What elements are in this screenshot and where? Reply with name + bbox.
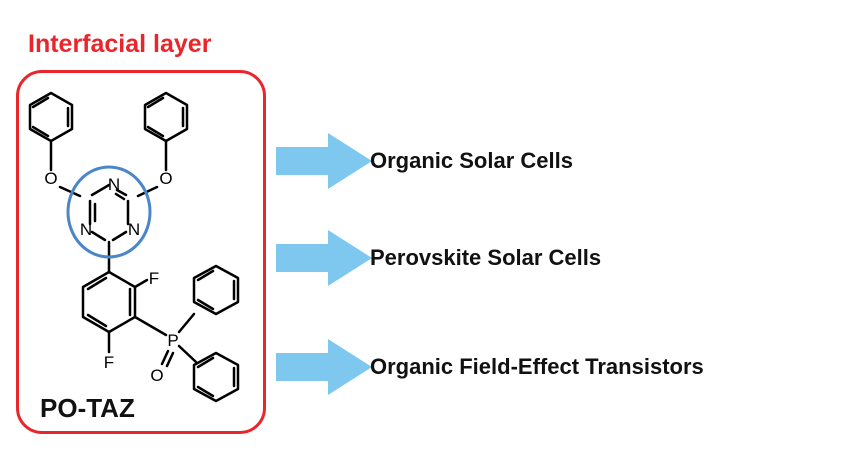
arrow-right-icon [276,230,372,286]
atom-label-p: P [167,331,178,350]
upper-phenyl-ring [192,264,240,316]
atom-label-n-right: N [128,220,140,239]
application-label-perovskite-solar-cells: Perovskite Solar Cells [370,245,602,270]
atom-label-n-top: N [108,175,120,194]
compound-frame [16,70,266,434]
compound-name: PO-TAZ [40,393,135,423]
atom-label-o-phosphoryl: O [150,366,163,385]
triazine-highlight-ring [66,165,152,259]
right-phenyl-ring [143,91,189,143]
arrow-right-icon [276,339,372,395]
atom-label-n-left: N [80,220,92,239]
left-phenyl-ring [28,91,74,143]
difluorophenyl-ring [81,270,137,334]
atom-label-o-left: O [44,169,57,188]
po-taz-structure: O O N N N F F P O [28,91,240,403]
interfacial-layer-title: Interfacial layer [28,30,212,58]
atom-label-f-top: F [149,269,159,288]
atom-label-o-right: O [159,169,172,188]
lower-phenyl-ring [192,351,240,403]
atom-label-f-bottom: F [104,353,114,372]
application-label-organic-solar-cells: Organic Solar Cells [370,148,573,173]
application-label-organic-field-effect-transistors: Organic Field-Effect Transistors [370,354,704,379]
arrow-right-icon [276,133,372,189]
